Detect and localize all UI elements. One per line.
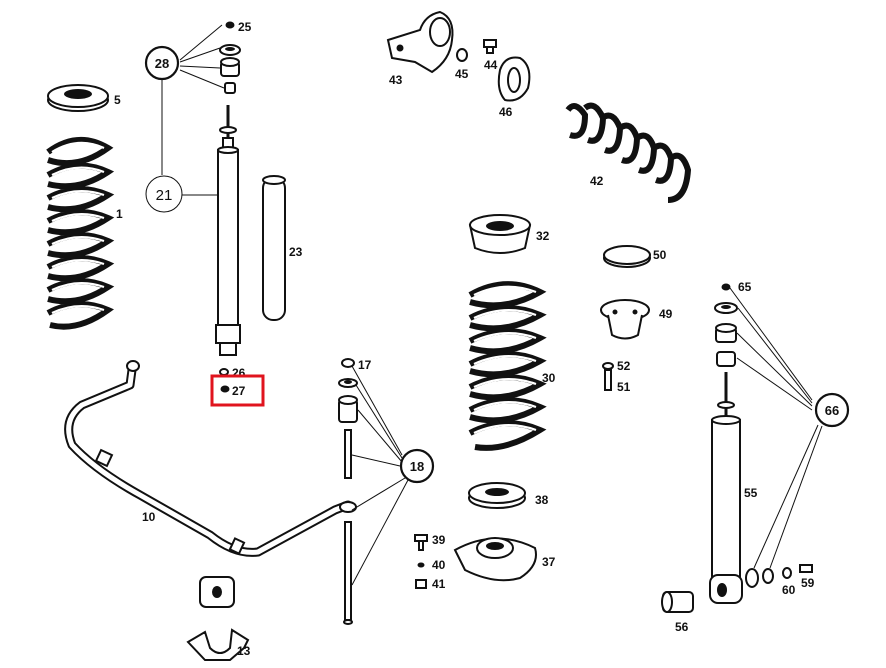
bolt-59-60 [745,564,813,588]
washer-27 [220,385,230,393]
rubber-buffer-49 [600,299,650,340]
label-25: 25 [238,20,252,34]
label-65: 65 [738,280,752,294]
label-43: 43 [389,73,403,87]
label-56: 56 [675,620,689,634]
label-17: 17 [358,358,372,372]
protective-tube-23 [262,175,286,321]
link-parts-17-18 [338,358,358,625]
spring-plate-37 [453,537,537,582]
label-41: 41 [432,577,446,591]
label-32: 32 [536,229,550,243]
label-42: 42 [590,174,604,188]
label-30: 30 [542,371,556,385]
label-5: 5 [114,93,121,107]
nut-26 [219,368,229,376]
label-37: 37 [542,555,556,569]
callout-28: 28 [144,45,180,81]
stabilizer-clamp-13 [186,576,250,661]
stabilizer-bar-10 [64,360,357,557]
coil-spring-30 [468,281,547,451]
coil-spring-1 [46,136,115,330]
label-49: 49 [659,307,673,321]
callout-66: 66 [814,392,850,428]
label-45: 45 [455,67,469,81]
bolt-44 [483,39,497,54]
spring-seat-32 [468,214,532,254]
label-50: 50 [653,248,667,262]
svg-text:21: 21 [156,187,173,204]
part-labels: 25 5 1 23 26 10 13 17 39 40 41 43 44 45 … [114,20,815,658]
label-55: 55 [744,486,758,500]
callout-21: 21 [145,175,183,213]
rubber-mount-46 [497,56,531,102]
shock-absorber-55 [709,372,743,604]
bushing-stack-66 [714,283,738,367]
nut-45 [456,48,468,62]
label-23: 23 [289,245,303,259]
label-59: 59 [801,576,815,590]
spring-seat-5 [47,84,109,112]
label-60: 60 [782,583,796,597]
bolts-39-41 [414,534,428,589]
label-40: 40 [432,558,446,572]
label-26: 26 [232,366,246,380]
shock-absorber-21 [215,105,241,356]
label-10: 10 [142,510,156,524]
label-13: 13 [237,644,251,658]
label-52: 52 [617,359,631,373]
svg-text:28: 28 [155,56,169,71]
bushing-56 [661,591,694,613]
label-39: 39 [432,533,446,547]
svg-text:18: 18 [410,459,424,474]
label-44: 44 [484,58,498,72]
leader-lines [161,24,823,586]
spring-pad-38 [468,482,526,509]
svg-text:66: 66 [825,403,839,418]
mount-bracket-43 [386,10,454,74]
label-38: 38 [535,493,549,507]
bushing-stack-28 [219,21,241,94]
callout-18: 18 [399,448,435,484]
highlight-box-27[interactable]: 27 [210,374,265,407]
bolt-51-52 [602,362,614,391]
cap-50 [603,245,651,268]
label-51: 51 [617,380,631,394]
label-1: 1 [116,207,123,221]
coil-spring-42 [565,102,692,203]
label-27: 27 [232,384,246,398]
label-46: 46 [499,105,513,119]
